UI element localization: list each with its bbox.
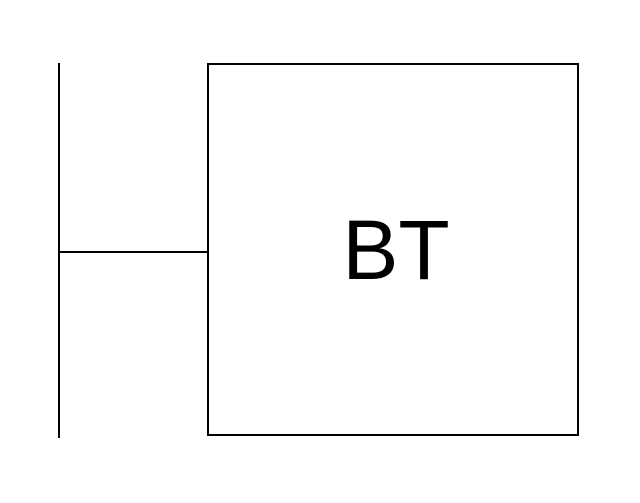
branch-horizontal-line	[58, 251, 209, 253]
branch-vertical-line	[58, 63, 60, 438]
node-label: BT	[342, 202, 450, 297]
node-box: BT	[207, 63, 579, 436]
